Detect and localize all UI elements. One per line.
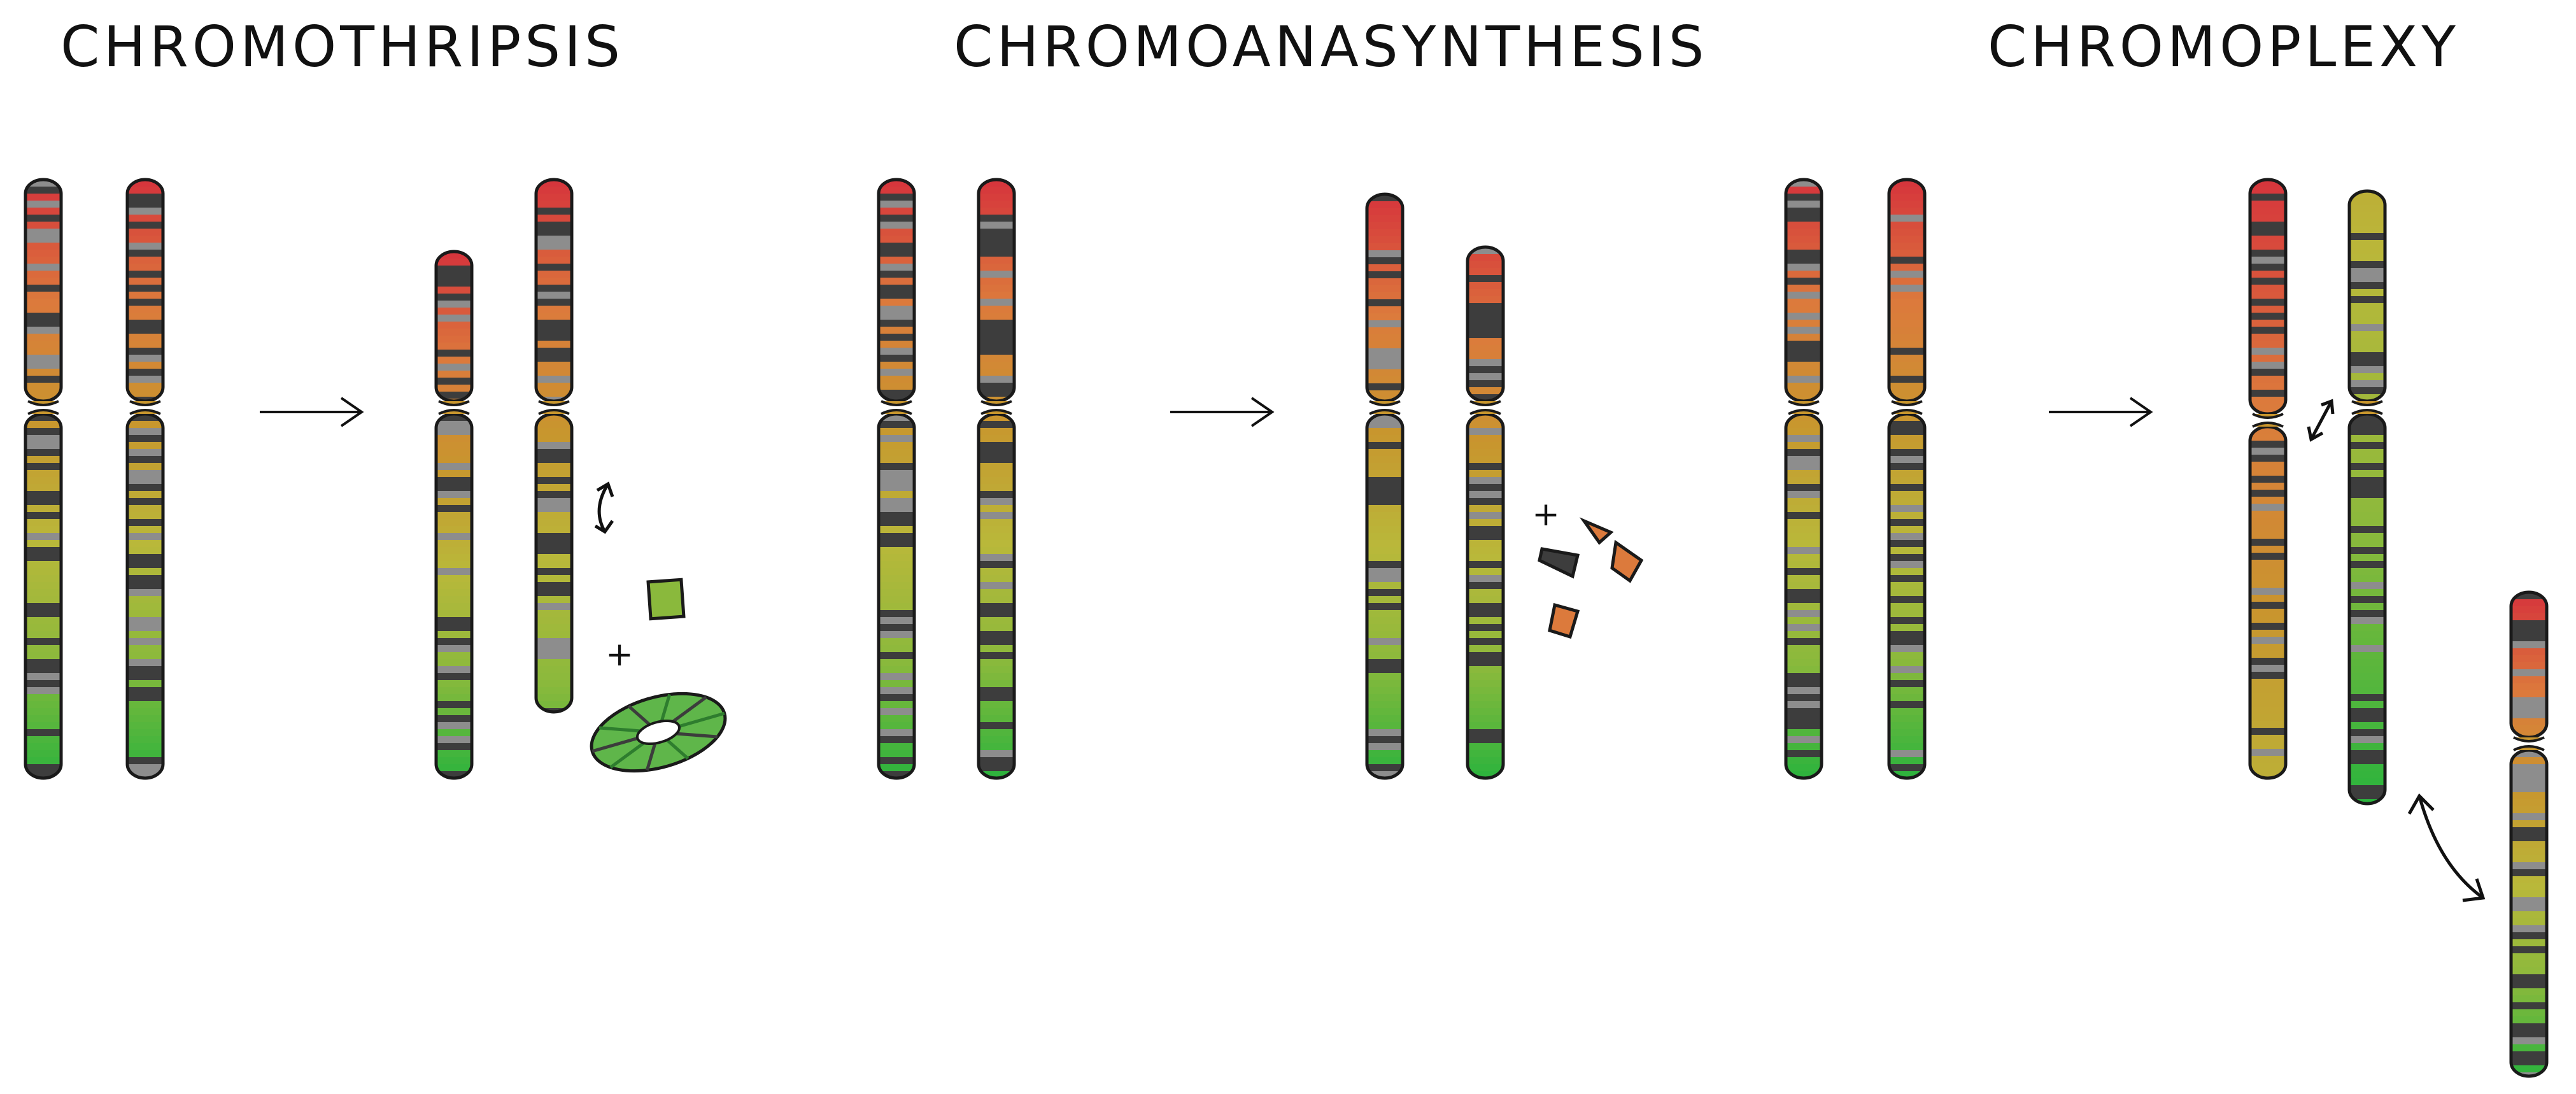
arrows-layer xyxy=(260,397,2486,902)
fragments-layer xyxy=(590,517,1644,773)
chromosome-normal-2b xyxy=(977,178,1016,780)
chromosome-shattered-1b xyxy=(534,178,574,714)
plus-sign-chromoanasynthesis: + xyxy=(1532,495,1560,534)
chromosome-normal-3a xyxy=(1784,178,1823,780)
swap-arrow-chromoplexy-lower xyxy=(2407,793,2486,902)
swap-arrow-chromothripsis xyxy=(594,481,614,534)
arrow-right-chromothripsis xyxy=(260,397,364,427)
fragment-4 xyxy=(1548,602,1580,639)
swap-arrow-chromoplexy-upper xyxy=(2307,399,2335,442)
chromosome-rearranged-3a xyxy=(2248,178,2288,780)
chromosome-normal-3b xyxy=(1887,178,1927,780)
title-chromoplexy: CHROMOPLEXY xyxy=(1988,14,2459,80)
chromosome-rearranged-3b xyxy=(2347,189,2387,806)
chromosome-normal-2a xyxy=(877,178,916,780)
chromosome-partner-3c xyxy=(2509,590,2549,1078)
chromosome-derivative-2b xyxy=(1466,245,1505,780)
plus-sign-chromothripsis: + xyxy=(605,636,633,674)
ring-fragment xyxy=(590,692,727,773)
chromosome-derivative-1a xyxy=(434,250,474,780)
title-chromoanasynthesis: CHROMOANASYNTHESIS xyxy=(954,14,1708,80)
fragment-square xyxy=(646,578,686,621)
chromosomes-layer xyxy=(24,178,2549,1078)
fragment-2 xyxy=(1538,547,1580,579)
title-chromothripsis: CHROMOTHRIPSIS xyxy=(60,14,624,80)
chromosome-normal-1b xyxy=(125,178,165,780)
chromosome-normal-1a xyxy=(24,178,63,780)
arrow-right-chromoanasynthesis xyxy=(1170,397,1275,427)
fragment-3 xyxy=(1610,539,1644,583)
arrow-right-chromoplexy xyxy=(2049,397,2153,427)
chromosome-derivative-2a xyxy=(1365,192,1405,780)
fragment-1 xyxy=(1579,517,1614,545)
